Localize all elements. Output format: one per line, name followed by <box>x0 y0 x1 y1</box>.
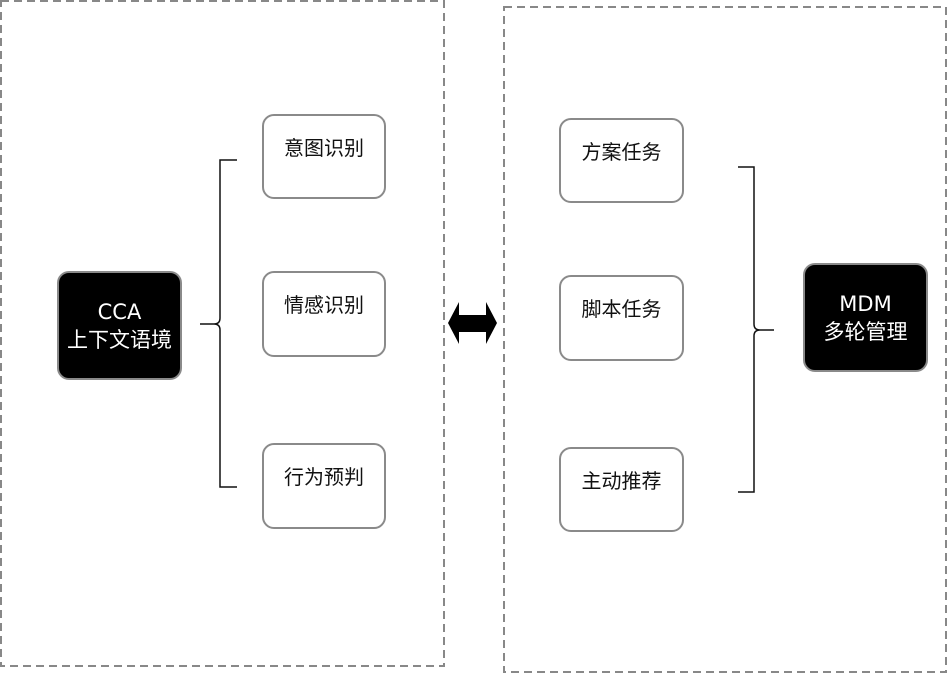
behavior-prediction-node: 行为预判 <box>262 443 386 529</box>
emotion-recognition-node: 情感识别 <box>262 271 386 357</box>
cca-context-node: CCA 上下文语境 <box>57 271 182 380</box>
script-task-node: 脚本任务 <box>559 275 684 361</box>
mdm-node: MDM 多轮管理 <box>803 263 928 372</box>
right-panel-border <box>503 6 947 673</box>
cca-sublabel: 上下文语境 <box>67 327 172 352</box>
bidirectional-arrow-icon <box>448 302 497 344</box>
node-label: 脚本任务 <box>581 297 662 321</box>
left-brace <box>200 159 237 488</box>
plan-task-node: 方案任务 <box>559 118 684 203</box>
node-label: 情感识别 <box>284 293 364 317</box>
intent-recognition-node: 意图识别 <box>262 114 386 199</box>
proactive-recommend-node: 主动推荐 <box>559 447 684 532</box>
node-label: 意图识别 <box>284 136 364 160</box>
node-label: 行为预判 <box>284 465 364 489</box>
node-label: 方案任务 <box>581 140 662 164</box>
cca-label: CCA <box>97 299 142 324</box>
left-panel-border <box>0 0 445 667</box>
right-brace <box>738 166 774 493</box>
mdm-label: MDM <box>839 291 892 316</box>
mdm-sublabel: 多轮管理 <box>823 319 908 344</box>
node-label: 主动推荐 <box>581 469 662 493</box>
